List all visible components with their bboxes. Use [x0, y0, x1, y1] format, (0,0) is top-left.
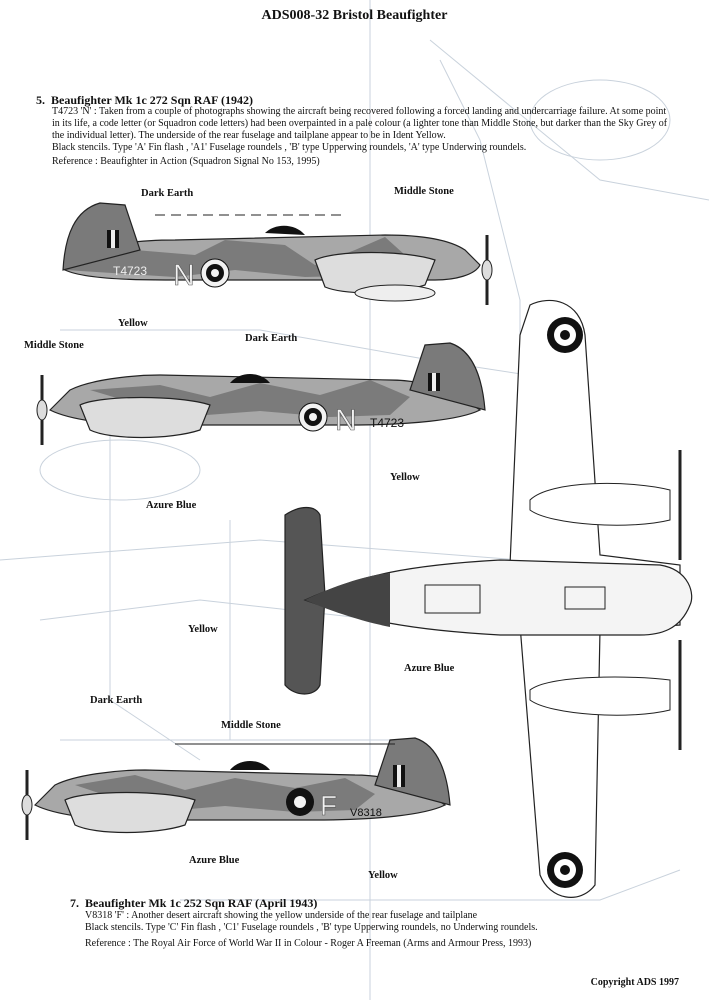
label-dark-earth: Dark Earth — [245, 333, 298, 344]
tailplane-dark — [284, 506, 326, 695]
label-yellow-tail: Yellow — [188, 624, 218, 635]
section-5-line: in its life, a code letter (or Squadron … — [52, 118, 668, 129]
p1-canopy — [265, 225, 305, 235]
underside-fuselage-drawing — [284, 506, 693, 695]
label-azure-blue-plan: Azure Blue — [404, 663, 455, 674]
section-7-number: 7. — [70, 896, 79, 910]
label-middle-stone: Middle Stone — [221, 720, 281, 731]
label-azure-blue: Azure Blue — [189, 855, 240, 866]
sheet-title: ADS008-32 Bristol Beaufighter — [261, 8, 448, 23]
section-5-line: T4723 'N' : Taken from a couple of photo… — [52, 106, 667, 117]
plan-nacelle-lower — [529, 676, 671, 716]
label-yellow: Yellow — [118, 318, 148, 329]
yellow-underside-zone — [305, 573, 390, 627]
p2-code-letter: N — [335, 404, 357, 437]
fuselage-underside — [303, 559, 693, 636]
section-7-heading: 7. Beaufighter Mk 1c 252 Sqn RAF (April … — [70, 896, 317, 911]
section-7-line: Black stencils. Type 'C' Fin flash , 'C1… — [85, 922, 538, 933]
section-7-reference: Reference : The Royal Air Force of World… — [85, 938, 532, 949]
p3-code-letter: F — [320, 790, 337, 821]
label-dark-earth: Dark Earth — [90, 695, 143, 706]
section-5-line: the individual letter). The underside of… — [52, 130, 446, 141]
p1-camo-dark — [65, 215, 405, 277]
label-yellow: Yellow — [368, 870, 398, 881]
p3-engine-nacelle — [64, 791, 196, 834]
p1-serial: T4723 — [113, 264, 147, 278]
p2-serial: T4723 — [370, 416, 404, 430]
section-5-heading: 5. Beaufighter Mk 1c 272 Sqn RAF (1942) — [36, 93, 253, 108]
label-yellow: Yellow — [390, 472, 420, 483]
profile-1-t4723-drawing: N T4723 — [62, 202, 493, 305]
plan-nacelle-upper — [529, 482, 671, 526]
label-middle-stone: Middle Stone — [24, 340, 84, 351]
p1-wing — [354, 284, 436, 302]
p3-canopy — [230, 761, 270, 770]
section-5-line: Black stencils. Type 'A' Fin flash , 'A1… — [52, 142, 527, 153]
section-7-title: Beaufighter Mk 1c 252 Sqn RAF (April 194… — [85, 896, 318, 910]
p2-engine-nacelle — [79, 396, 211, 439]
section-5-description: T4723 'N' : Taken from a couple of photo… — [52, 106, 692, 154]
section-7-description: V8318 'F' : Another desert aircraft show… — [85, 910, 685, 934]
label-middle-stone: Middle Stone — [394, 186, 454, 197]
section-5-title: Beaufighter Mk 1c 272 Sqn RAF (1942) — [51, 93, 253, 107]
label-dark-earth: Dark Earth — [141, 188, 194, 199]
profile-3-v8318-drawing: F V8318 — [21, 737, 451, 840]
section-5-number: 5. — [36, 93, 45, 107]
p1-fin — [62, 202, 141, 271]
p2-fin — [409, 342, 486, 411]
p1-code-letter: N — [173, 259, 195, 292]
p2-canopy — [230, 374, 270, 383]
profile-2-t4723-drawing: N T4723 — [36, 342, 486, 445]
p3-serial: V8318 — [350, 807, 382, 819]
p1-engine-nacelle — [314, 251, 436, 294]
label-azure-blue: Azure Blue — [146, 500, 197, 511]
section-7-line: V8318 'F' : Another desert aircraft show… — [85, 910, 478, 921]
copyright-notice: Copyright ADS 1997 — [590, 977, 679, 988]
p3-fin — [374, 737, 451, 806]
section-5-reference: Reference : Beaufighter in Action (Squad… — [52, 156, 320, 167]
